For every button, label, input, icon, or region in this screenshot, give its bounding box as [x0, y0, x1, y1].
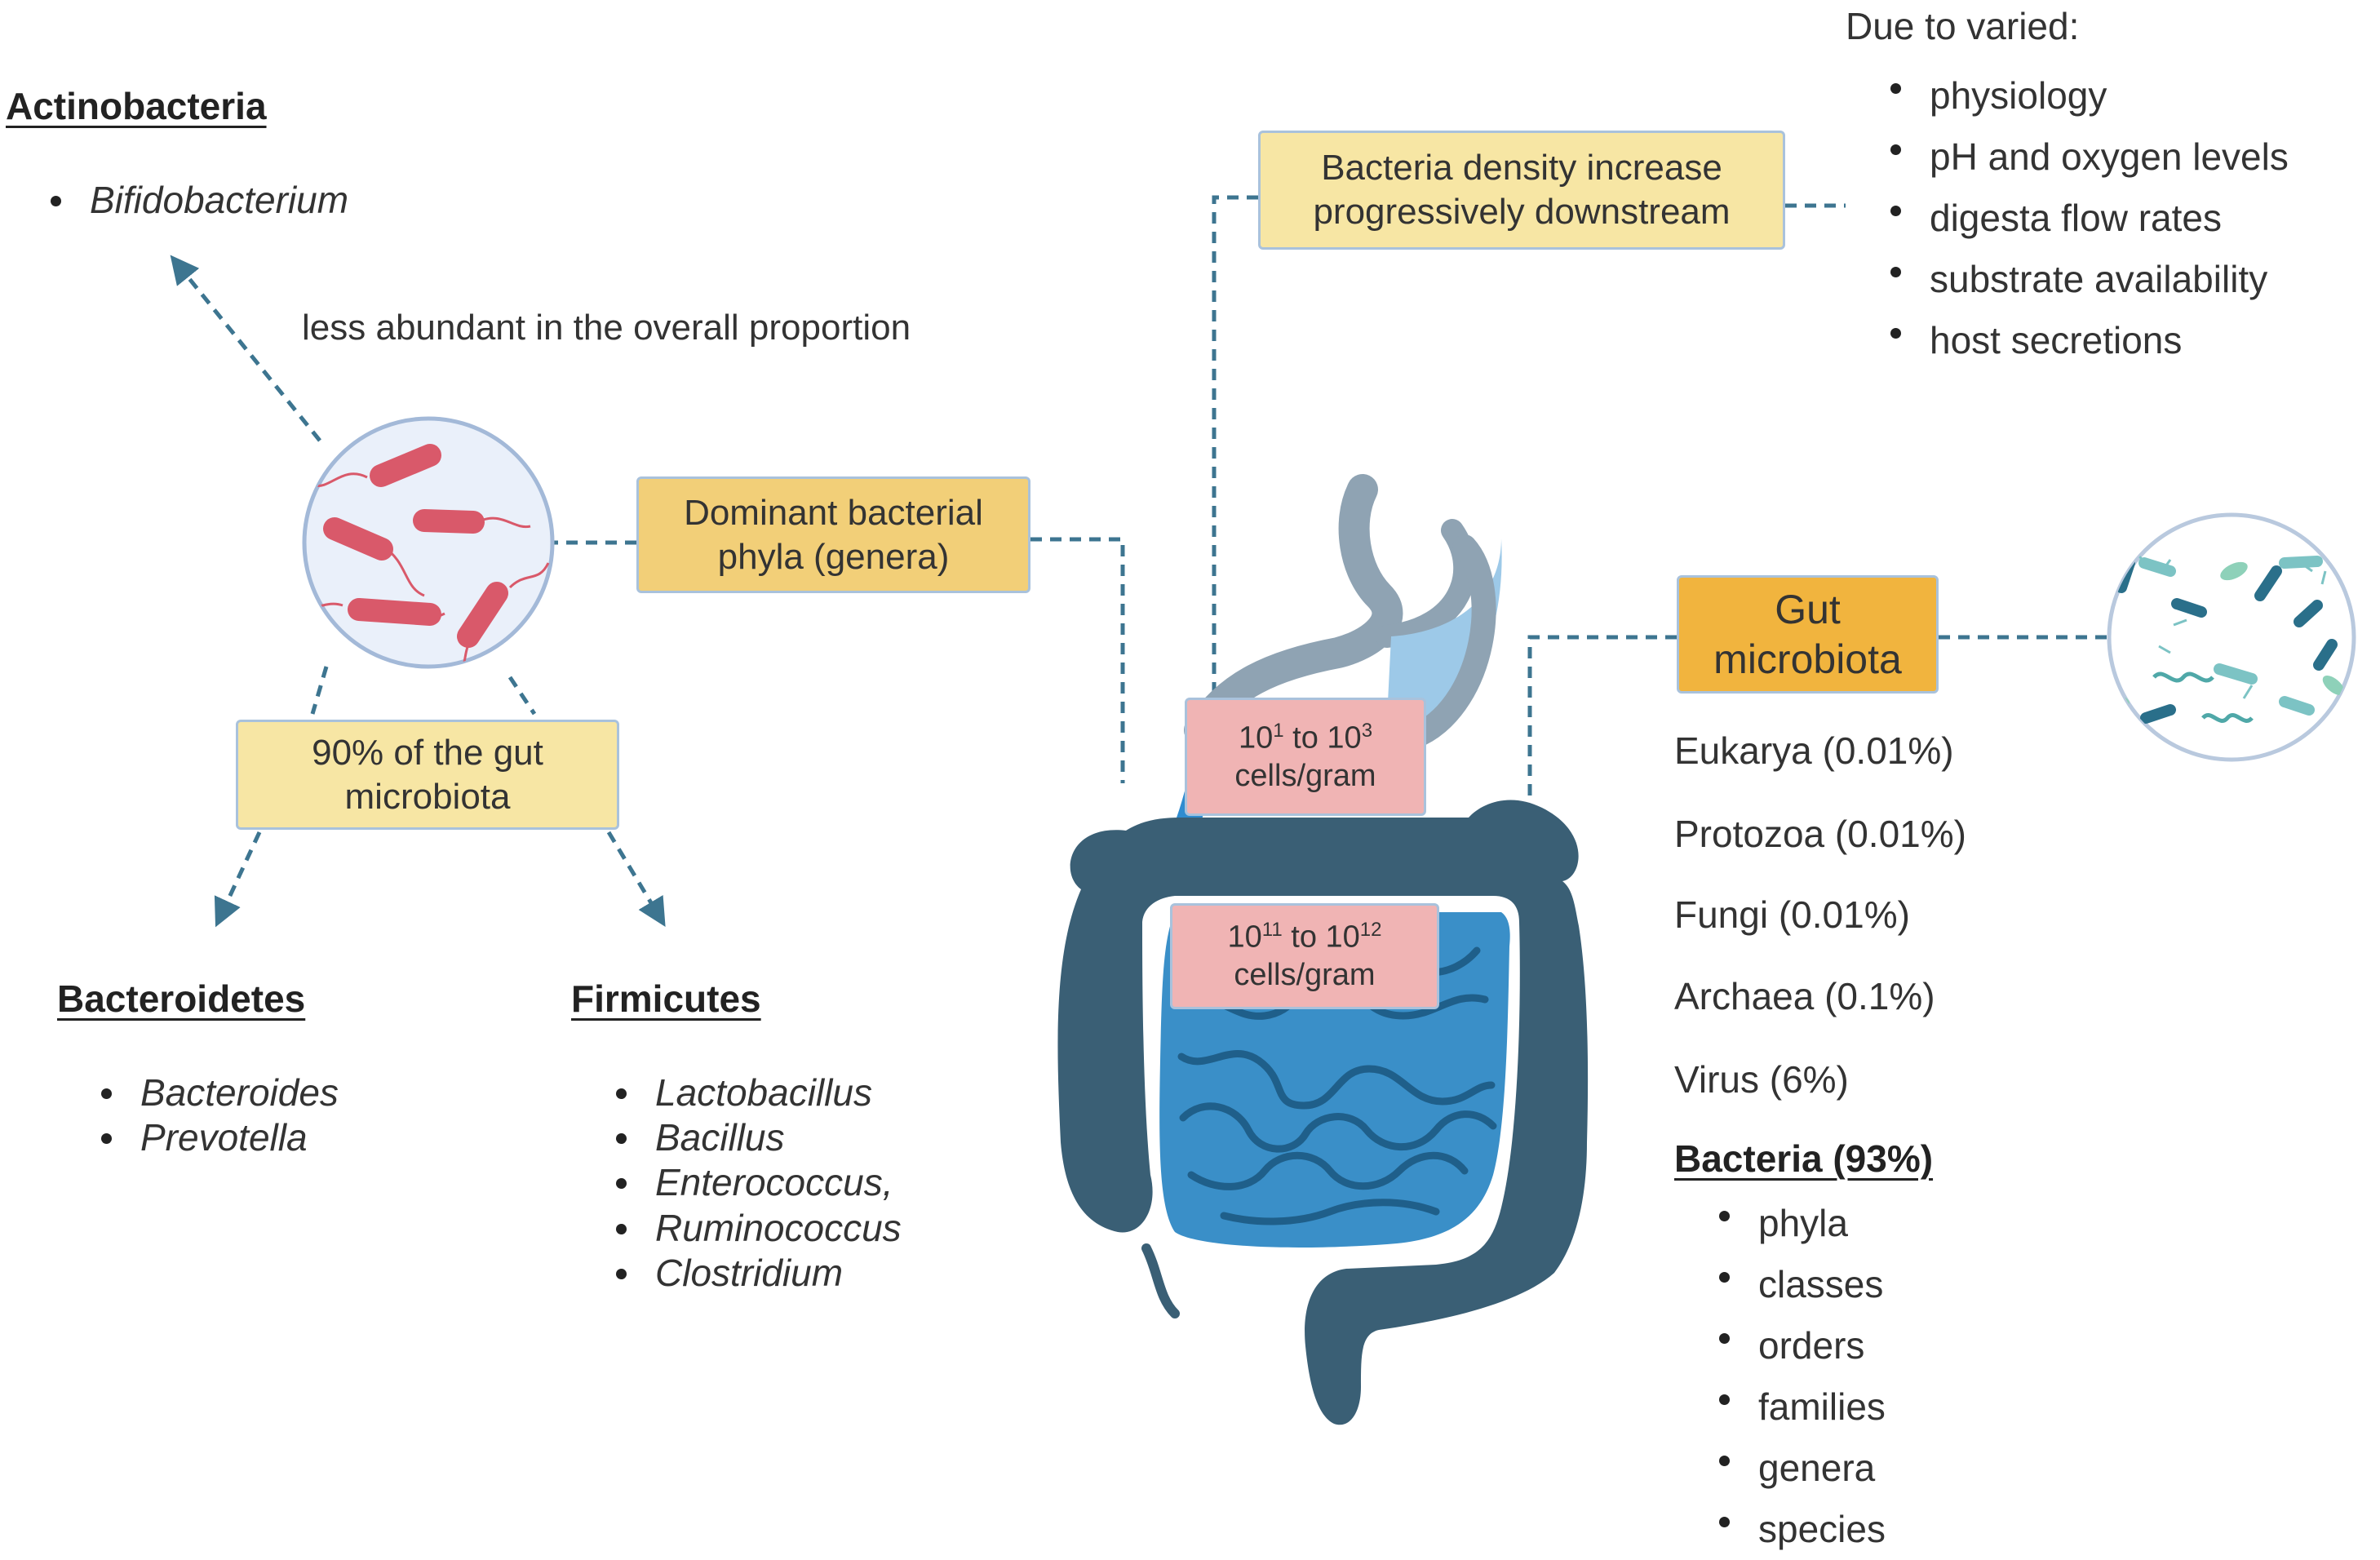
actinobacteria-genus: Bifidobacterium: [41, 178, 348, 223]
firmicutes-genus: Bacillus: [606, 1115, 902, 1160]
colon-count-line2: cells/gram: [1234, 958, 1376, 993]
dominant-phyla-box: Dominant bacterial phyla (genera): [636, 476, 1030, 593]
firmicutes-genus: Ruminococcus: [606, 1206, 902, 1251]
ninety-percent-line2: microbiota: [344, 776, 511, 817]
gut-microbiota-line1: Gut: [1775, 586, 1841, 632]
ninety-percent-box: 90% of the gut microbiota: [236, 720, 619, 830]
composition-virus: Virus (6%): [1674, 1058, 1849, 1101]
connector-gut-to-colon: [1527, 635, 1677, 804]
firmicutes-genus: Lactobacillus: [606, 1070, 902, 1115]
bacteria-rank: classes: [1709, 1254, 1886, 1315]
firmicutes-genera-list: Lactobacillus Bacillus Enterococcus, Rum…: [606, 1070, 902, 1296]
composition-fungi: Fungi (0.01%): [1674, 893, 1910, 936]
firmicutes-genus: Enterococcus,: [606, 1160, 902, 1205]
composition-archaea: Archaea (0.1%): [1674, 975, 1935, 1017]
bacteria-rank: species: [1709, 1499, 1886, 1560]
connector-actinobacteria-arrow: [170, 255, 321, 442]
stomach-cell-count-box: 101 to 103 cells/gram: [1185, 698, 1426, 816]
connector-density-to-stomach: [1212, 195, 1258, 698]
connector-dominant-to-intestine: [1030, 537, 1125, 783]
dominant-phyla-line1: Dominant bacterial: [684, 492, 983, 533]
dominant-phyla-line2: phyla (genera): [717, 536, 950, 577]
colon-cell-count-box: 1011 to 1012 cells/gram: [1170, 903, 1439, 1009]
due-to-heading: Due to varied:: [1846, 5, 2080, 47]
density-line2: progressively downstream: [1313, 192, 1731, 232]
microbiota-circle-icon: [2107, 512, 2356, 762]
bacteria-rank: phyla: [1709, 1193, 1886, 1254]
bacteria-rank: families: [1709, 1376, 1886, 1438]
intestine-icon: [1057, 800, 1589, 1425]
gut-microbiota-box: Gut microbiota: [1677, 575, 1939, 694]
ninety-percent-line1: 90% of the gut: [312, 732, 543, 773]
bacteria-circle-icon: [302, 416, 555, 669]
composition-eukarya: Eukarya (0.01%): [1674, 729, 1954, 772]
stomach-icon: [1167, 474, 1502, 857]
density-line1: Bacteria density increase: [1321, 148, 1722, 188]
connector-firmicutes-arrow: [606, 831, 666, 928]
gut-microbiota-line2: microbiota: [1713, 636, 1902, 682]
bacteria-heading: Bacteria (93%): [1674, 1137, 1934, 1180]
bacteroidetes-genera-list: Bacteroides Prevotella: [91, 1070, 339, 1160]
due-to-item: physiology: [1881, 65, 2289, 126]
actinobacteria-heading: Actinobacteria: [6, 85, 267, 127]
density-box: Bacteria density increase progressively …: [1258, 131, 1785, 250]
bacteria-ranks-list: phyla classes orders families genera spe…: [1709, 1193, 1886, 1560]
connector-circle-to-ninety-right: [507, 676, 537, 716]
due-to-list: physiology pH and oxygen levels digesta …: [1881, 65, 2289, 371]
connector-bacteroidetes-arrow: [214, 831, 262, 928]
less-abundant-note: less abundant in the overall proportion: [302, 308, 911, 348]
stomach-count-line2: cells/gram: [1234, 758, 1376, 793]
due-to-item: pH and oxygen levels: [1881, 126, 2289, 188]
bacteroidetes-genus: Bacteroides: [91, 1070, 339, 1115]
stomach-count-line1: 101 to 103: [1238, 719, 1373, 756]
firmicutes-heading: Firmicutes: [571, 977, 761, 1020]
colon-count-line1: 1011 to 1012: [1227, 919, 1382, 955]
actinobacteria-genera-list: Bifidobacterium: [41, 178, 348, 223]
bacteroidetes-heading: Bacteroidetes: [57, 977, 306, 1020]
due-to-item: host secretions: [1881, 310, 2289, 371]
firmicutes-genus: Clostridium: [606, 1251, 902, 1296]
due-to-item: substrate availability: [1881, 249, 2289, 310]
bacteria-rank: genera: [1709, 1438, 1886, 1499]
bacteroidetes-genus: Prevotella: [91, 1115, 339, 1160]
connectors: [170, 195, 2109, 928]
due-to-item: digesta flow rates: [1881, 188, 2289, 249]
bacteria-rank: orders: [1709, 1315, 1886, 1376]
composition-protozoa: Protozoa (0.01%): [1674, 813, 1966, 855]
connector-circle-to-ninety-left: [310, 666, 329, 715]
